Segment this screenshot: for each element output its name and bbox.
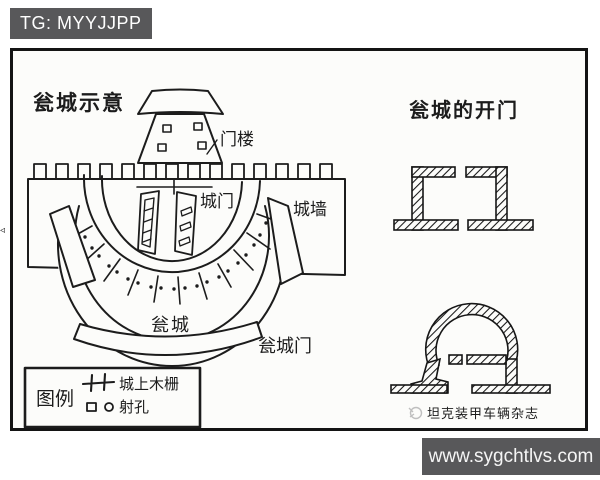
gate-tower-label: 门楼 [220, 130, 254, 149]
prev-image-arrow-icon[interactable]: ◃ [0, 225, 6, 236]
firing-hole-dots [83, 221, 268, 291]
square-barbican-diagram [393, 166, 534, 231]
barbican-outer-lower-wall [73, 321, 263, 356]
legend-item-firing-hole-label: 射孔 [119, 399, 149, 416]
watermark-logo-icon [408, 406, 423, 420]
barbican-diagram: 瓮城示意 门楼 城门 城墙 瓮城 瓮城门 图例 城上木栅 射孔 瓮城的开门 坦克… [10, 48, 588, 431]
right-panel-title: 瓮城的开门 [409, 98, 519, 122]
barbican-side-wings [49, 197, 304, 288]
barbican-label: 瓮城 [151, 315, 191, 335]
legend-box [23, 366, 202, 429]
legend-firing-hole-symbols [86, 402, 114, 412]
barbican-interior [56, 180, 287, 377]
footer-url-text: www.sygchtlvs.com [428, 446, 594, 467]
barbican-plan-drawing [23, 88, 346, 429]
watermark-text: 坦克装甲车辆杂志 [427, 406, 539, 421]
palisade-tick-marks [68, 213, 283, 305]
magazine-watermark: 坦克装甲车辆杂志 [408, 406, 539, 421]
legend-title: 图例 [36, 388, 74, 410]
figure-border [10, 48, 588, 431]
gate-tower-shape [137, 88, 224, 164]
figure-frame: 瓮城示意 门楼 城门 城墙 瓮城 瓮城门 图例 城上木栅 射孔 瓮城的开门 坦克… [10, 48, 588, 431]
barbican-gate-label: 瓮城门 [258, 336, 312, 356]
header-tag-text: TG: MYYJJPP [20, 13, 142, 33]
legend-item-palisade-label: 城上木栅 [119, 376, 179, 393]
city-gate-label: 城门 [200, 192, 234, 211]
legend-palisade-symbol [81, 372, 116, 393]
city-wall-label: 城墙 [293, 200, 327, 219]
footer-url-bar: www.sygchtlvs.com [422, 438, 600, 475]
left-panel-title: 瓮城示意 [33, 91, 125, 115]
gate-tower-leader-line [206, 139, 218, 155]
barbican-opening-diagrams [390, 166, 551, 394]
header-tag-bar: TG: MYYJJPP [10, 8, 152, 39]
round-barbican-diagram [390, 302, 551, 394]
city-gate-doors [136, 179, 213, 256]
